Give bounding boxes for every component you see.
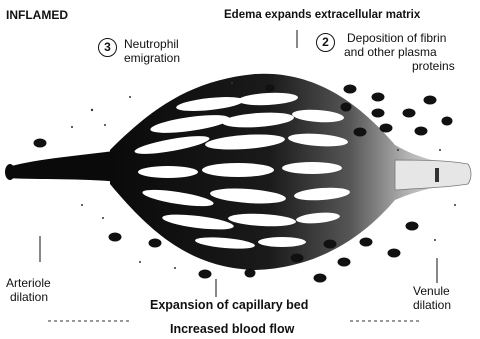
- capillary-label: Expansion of capillary bed: [150, 299, 308, 312]
- fibrin-label-line1: Deposition of fibrin: [347, 32, 446, 45]
- step-3-badge: 3: [98, 38, 117, 57]
- venule-label-line1: Venule: [413, 285, 450, 298]
- step-2-badge: 2: [316, 33, 335, 52]
- edema-label: Edema expands extracellular matrix: [224, 9, 420, 22]
- venule-vessel: [395, 160, 471, 190]
- neutrophil-label-line1: Neutrophil: [124, 38, 179, 51]
- venule-label-line2: dilation: [413, 299, 451, 312]
- neutrophil-label-line2: emigration: [124, 52, 180, 65]
- fibrin-label-line3: proteins: [412, 60, 455, 73]
- arteriole-label-line1: Arteriole: [6, 277, 51, 290]
- arteriole-label-line2: dilation: [10, 291, 48, 304]
- arteriole-vessel: [8, 150, 120, 182]
- fibrin-label-line2: and other plasma: [344, 46, 437, 59]
- state-label: INFLAMED: [6, 9, 68, 22]
- blood-flow-label: Increased blood flow: [170, 323, 294, 336]
